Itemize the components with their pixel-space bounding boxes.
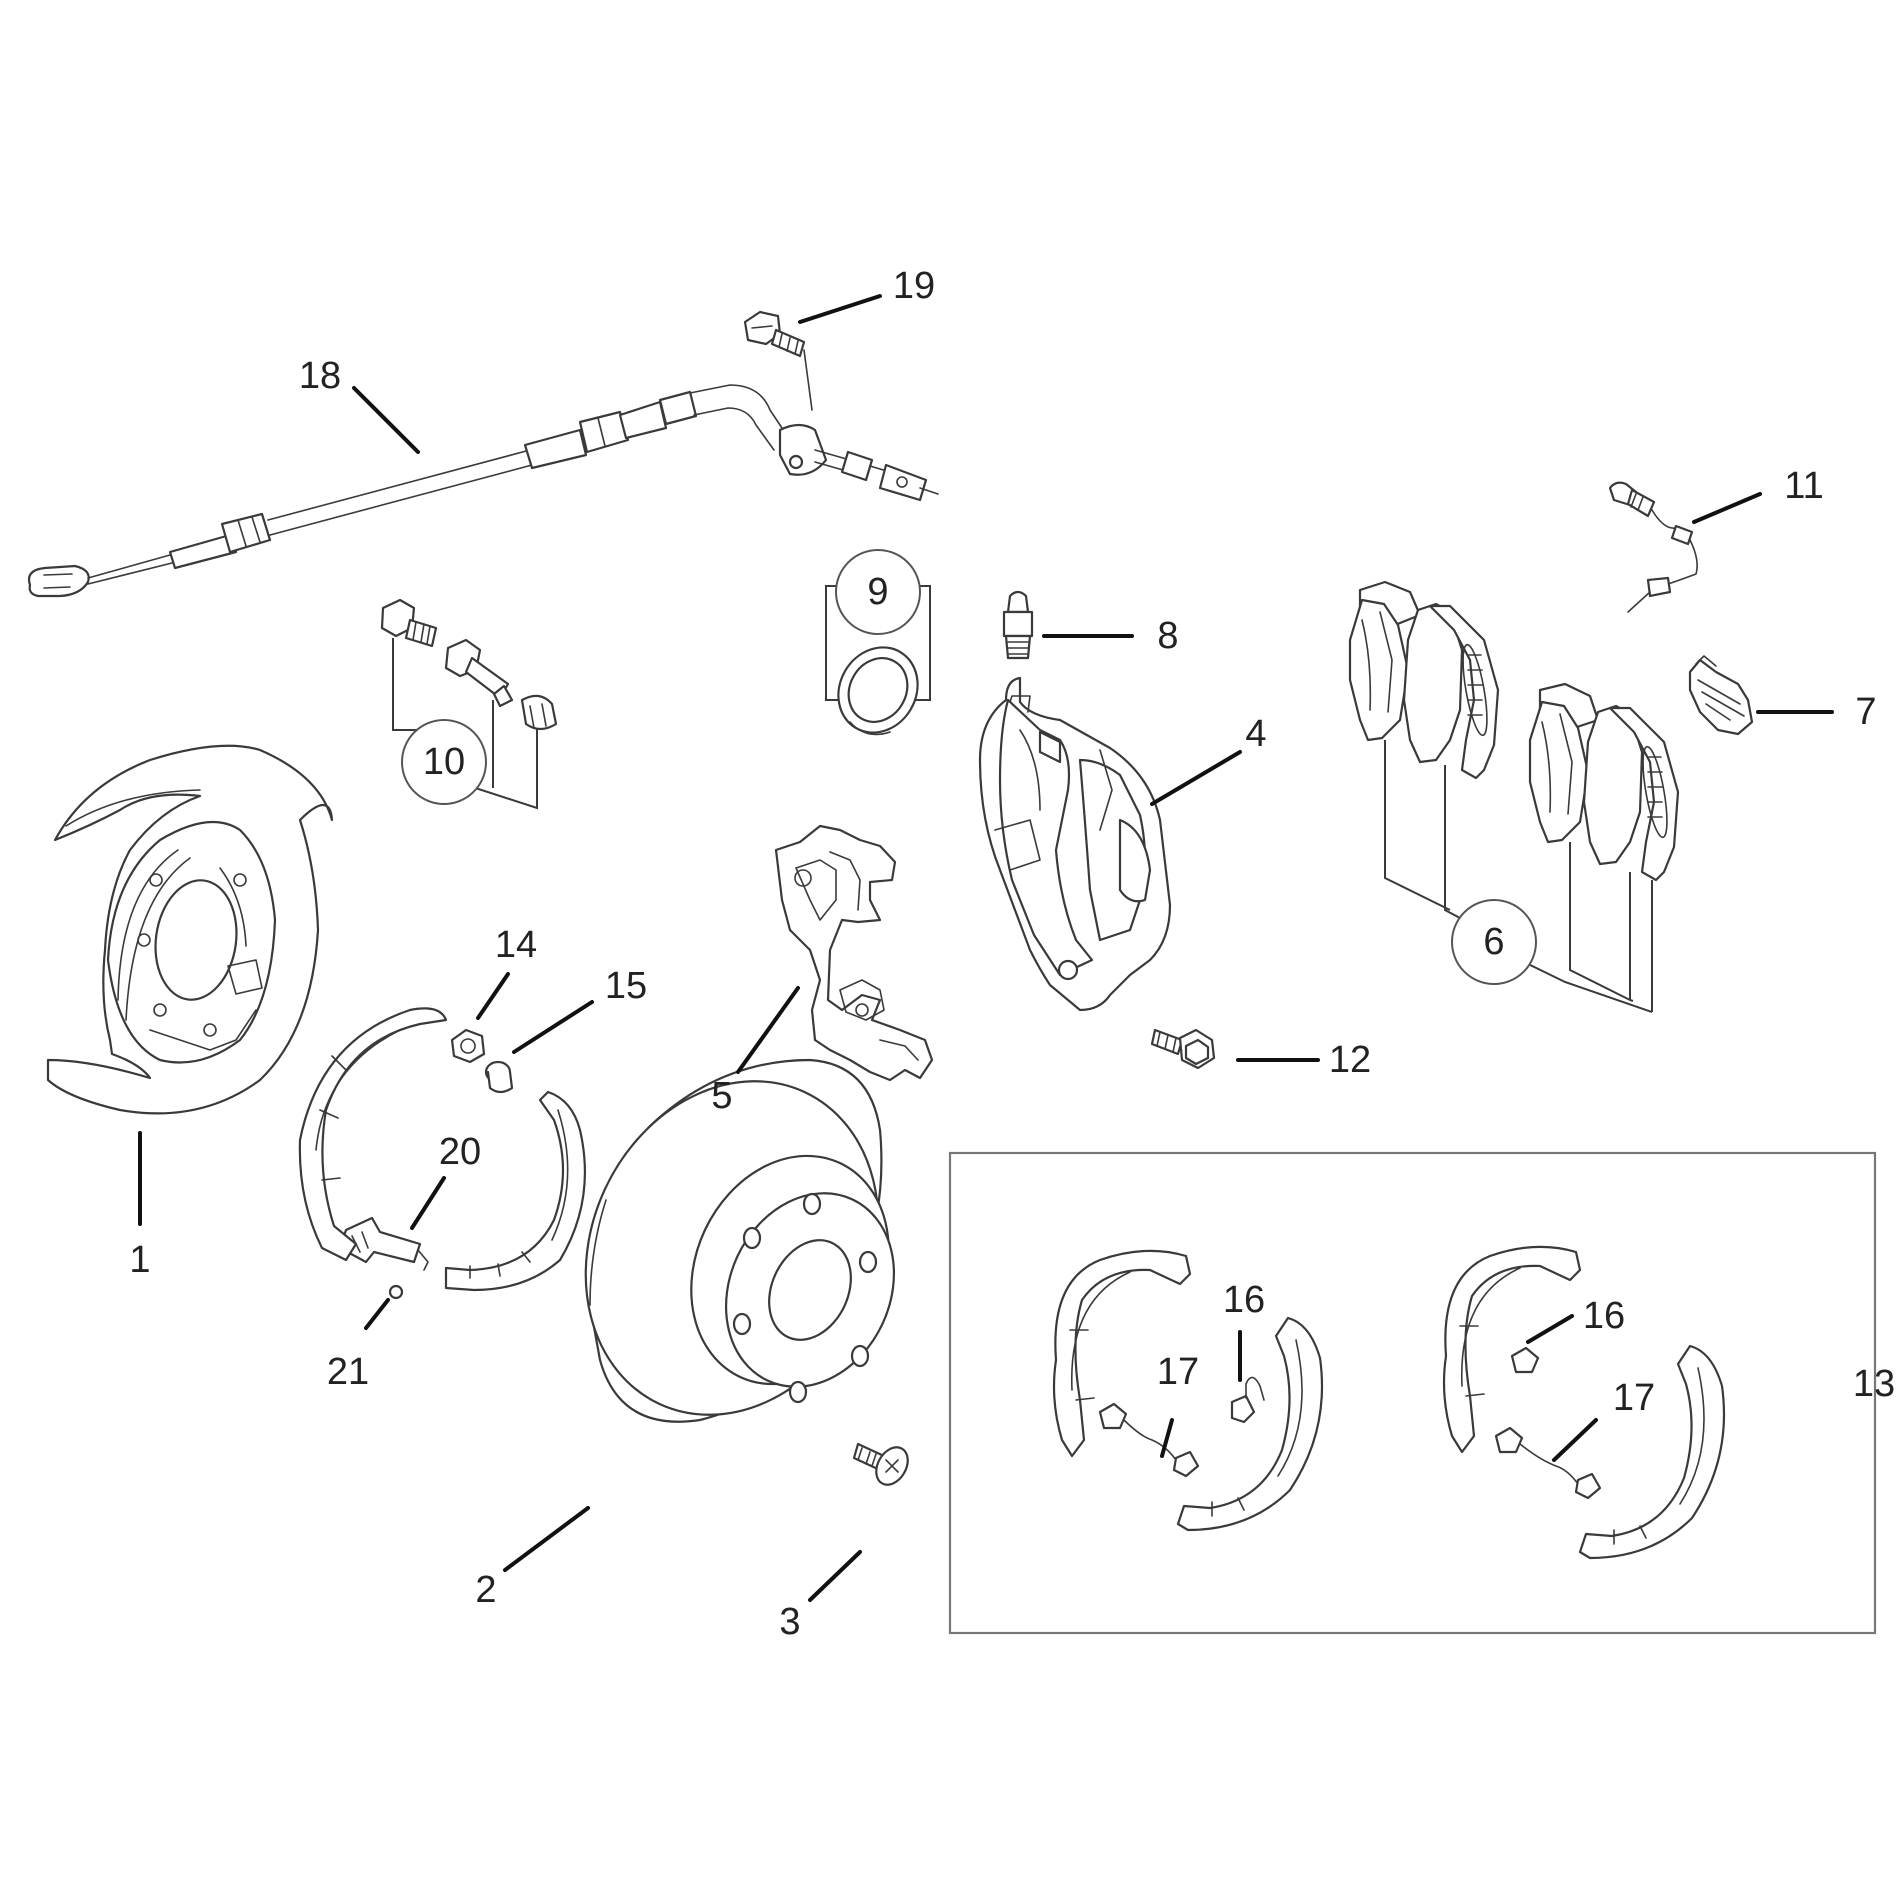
callout-16-right: 16 xyxy=(1583,1295,1625,1337)
callout-7: 7 xyxy=(1855,691,1876,733)
leader-lines xyxy=(138,294,1834,1602)
callout-1: 1 xyxy=(129,1239,150,1281)
callout-17-left: 17 xyxy=(1157,1351,1199,1393)
callout-18: 18 xyxy=(299,355,341,397)
brake-backing-plate xyxy=(46,744,334,1115)
adjuster-spring-clip xyxy=(388,1284,404,1300)
brake-disc-rotor xyxy=(584,1058,896,1423)
parking-brake-cable xyxy=(27,384,939,598)
callout-labels: 1 2 3 4 5 7 8 11 12 13 14 15 16 16 17 17… xyxy=(129,265,1895,1643)
callout-16-left: 16 xyxy=(1223,1279,1265,1321)
callout-14: 14 xyxy=(495,924,537,966)
callout-8: 8 xyxy=(1157,615,1178,657)
callout-20: 20 xyxy=(439,1131,481,1173)
callout-3: 3 xyxy=(779,1601,800,1643)
callout-6: 6 xyxy=(1483,921,1504,963)
kit-shoe-set-left xyxy=(1052,1249,1324,1532)
callout-15: 15 xyxy=(605,965,647,1007)
adjuster-nut xyxy=(450,1028,486,1064)
callout-21: 21 xyxy=(327,1351,369,1393)
adjuster-sleeve xyxy=(484,1060,514,1094)
caliper-guide-pins xyxy=(380,598,558,810)
pad-wear-sensor xyxy=(1608,481,1698,613)
callout-11: 11 xyxy=(1784,465,1823,507)
rotor-retaining-screw xyxy=(852,1442,909,1486)
callout-13: 13 xyxy=(1853,1363,1895,1405)
caliper-bracket xyxy=(774,824,934,1082)
callout-6-circle xyxy=(1451,899,1537,985)
callout-9-circle xyxy=(835,549,921,635)
callout-12: 12 xyxy=(1329,1039,1371,1081)
brake-shoe-kit-box xyxy=(948,1151,1877,1635)
kit-shoe-set-right xyxy=(1442,1245,1726,1560)
callout-10: 10 xyxy=(423,741,465,783)
callout-4: 4 xyxy=(1245,713,1266,755)
callout-19: 19 xyxy=(893,265,935,307)
caliper-bracket-bolt xyxy=(1150,1028,1216,1070)
parking-brake-shoes xyxy=(298,1007,586,1292)
callout-9: 9 xyxy=(867,571,888,613)
pad-spring-clip xyxy=(1688,655,1754,736)
cable-bracket-bolt xyxy=(743,310,813,411)
brake-caliper xyxy=(978,676,1172,1012)
callout-5: 5 xyxy=(711,1075,732,1117)
callout-2: 2 xyxy=(475,1569,496,1611)
callout-10-circle xyxy=(401,719,487,805)
callout-17-right: 17 xyxy=(1613,1377,1655,1419)
brake-pads xyxy=(1348,580,1680,1013)
bleeder-screw xyxy=(1002,590,1034,660)
